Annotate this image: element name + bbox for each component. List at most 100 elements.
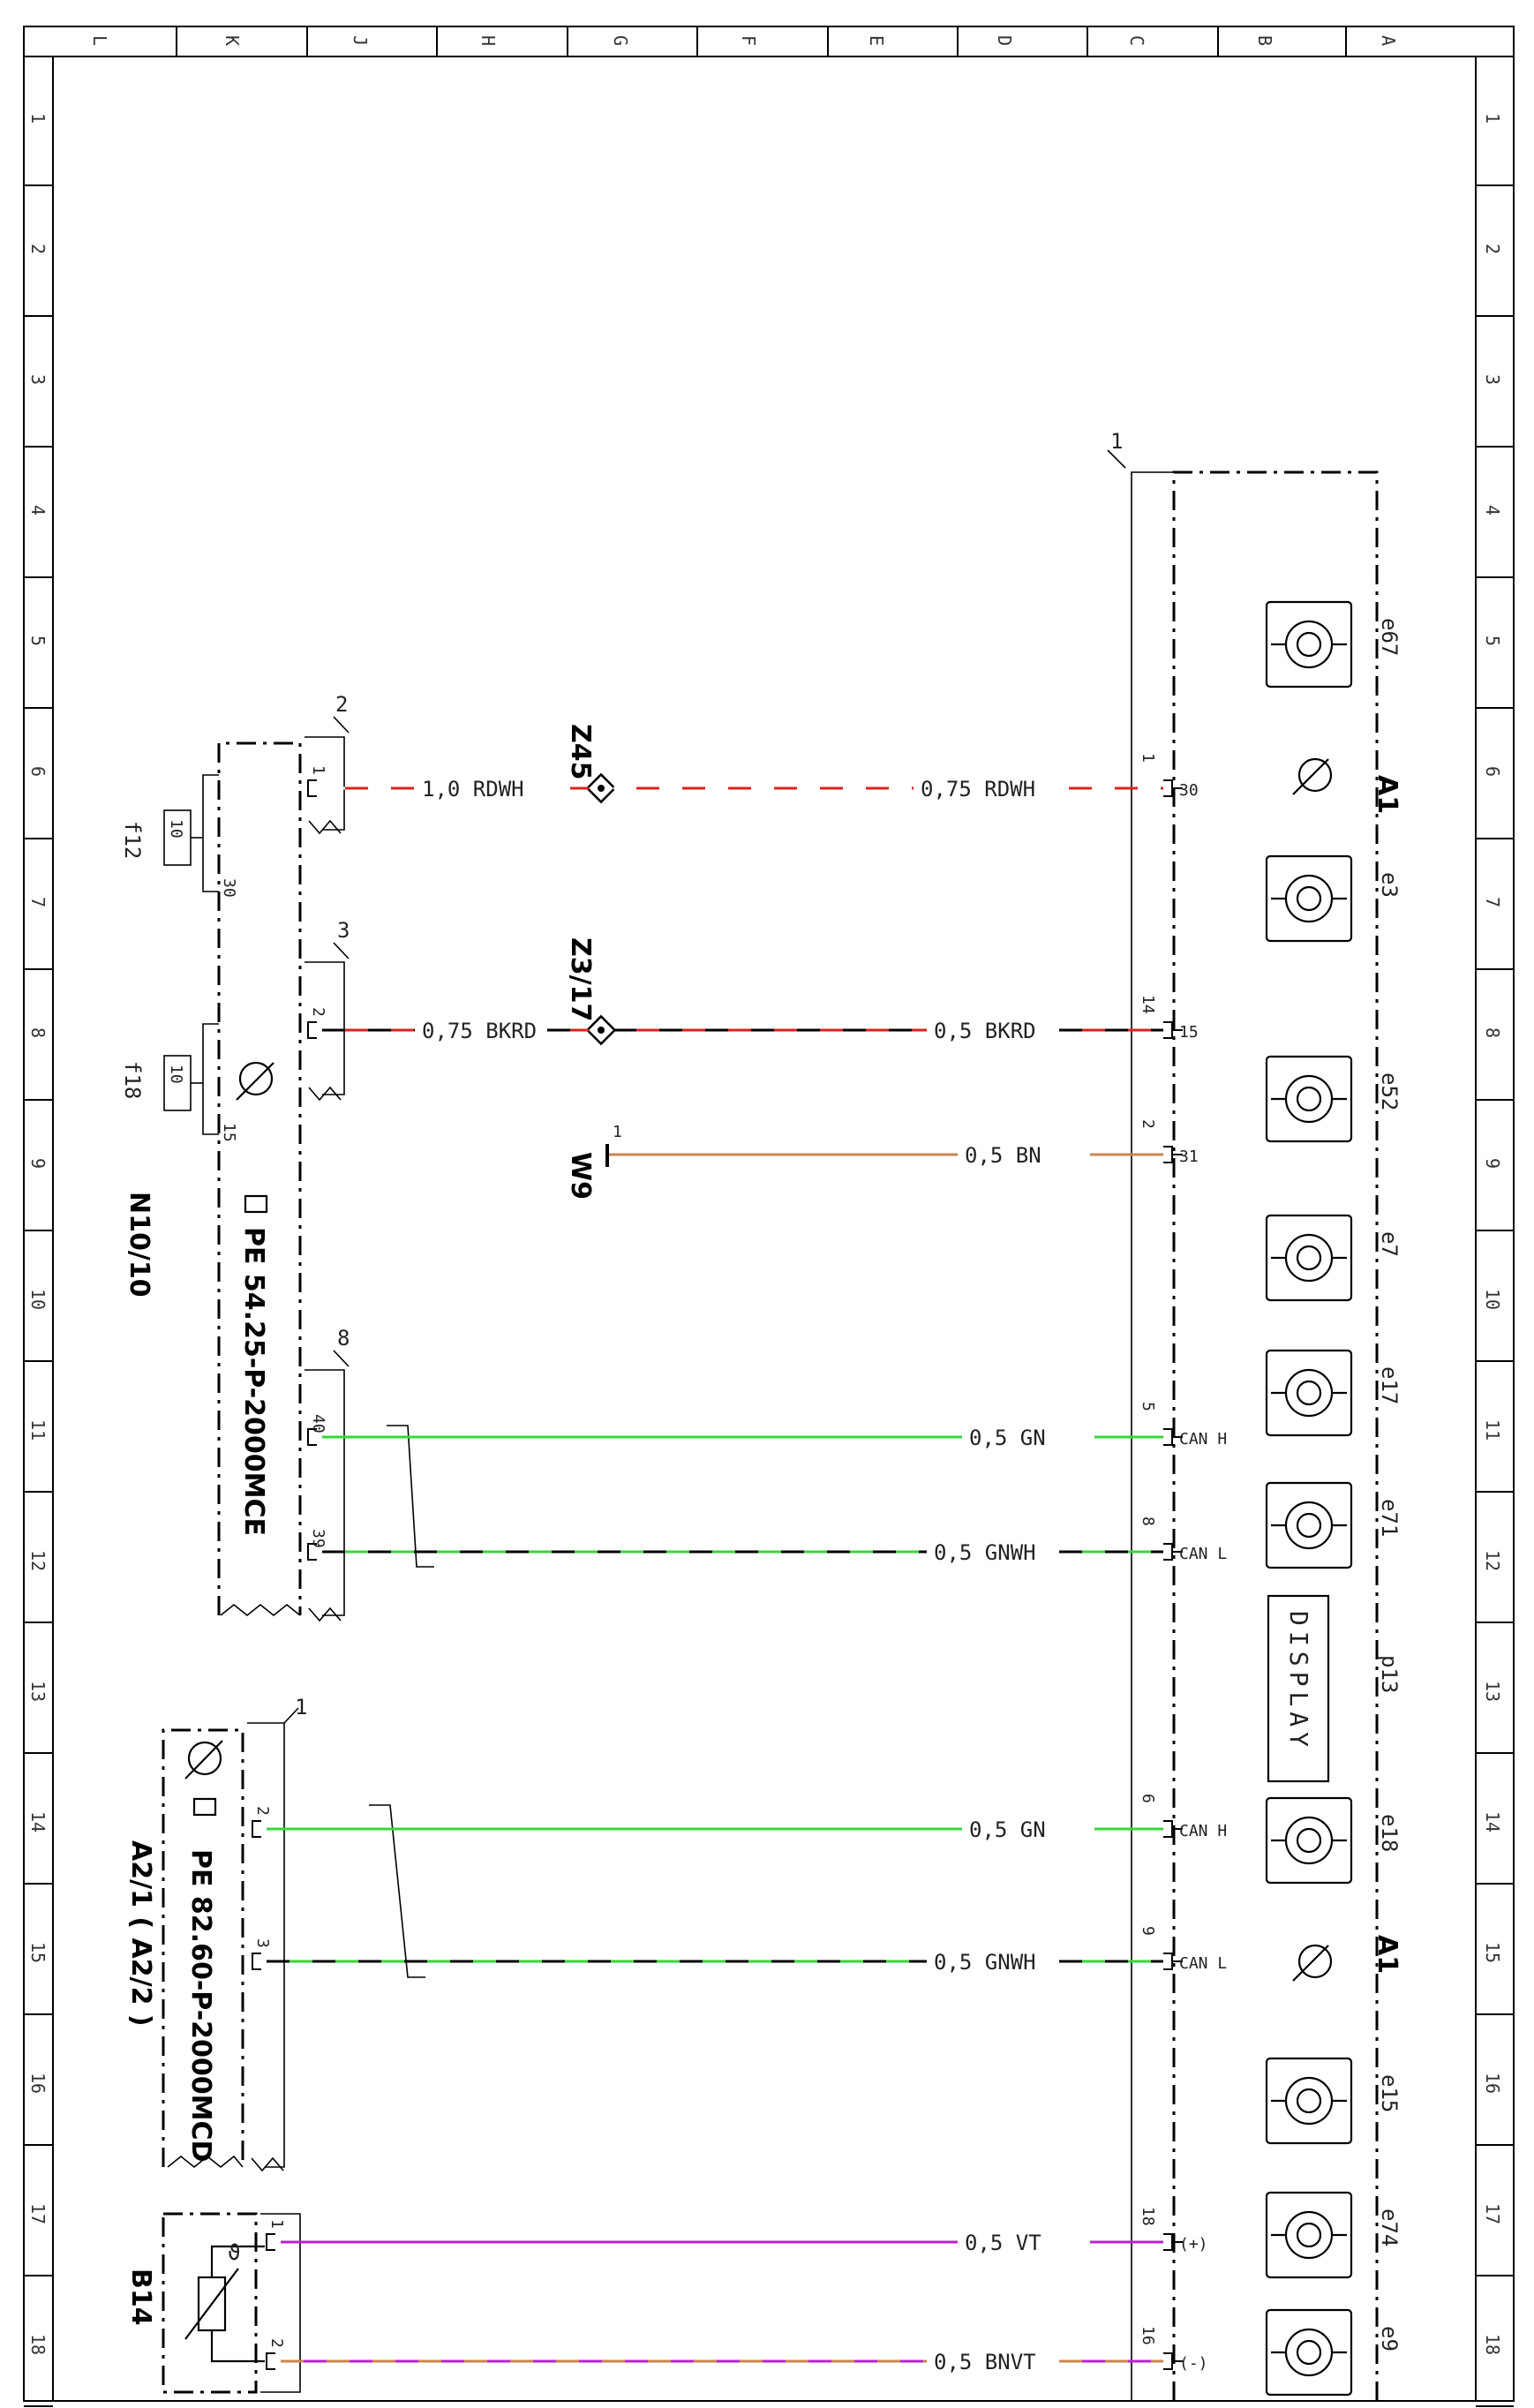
b14-boundary [162, 2212, 258, 2394]
b14-theta: ϑ [228, 2240, 240, 2265]
wire-right-label: 0,5 GNWH [934, 1540, 1036, 1565]
n10-label: N10/10 [124, 1192, 154, 1298]
grid-number-left-8: 8 [27, 1027, 49, 1038]
splice-z45-label: Z45 [565, 724, 596, 780]
wire-right-label: 0,5 GN [969, 1426, 1046, 1450]
wire-right-label: 0,5 BKRD [934, 1019, 1036, 1043]
grid-number-left-5: 5 [27, 636, 49, 646]
grid-number-right-16: 16 [1482, 2073, 1503, 2094]
grid-number-right-1: 1 [1482, 113, 1503, 124]
a2-ref-label: 1 [295, 1695, 307, 1719]
grid-letter-G: G [610, 35, 631, 46]
wire-dst-pin: 8 [1139, 1516, 1157, 1526]
wire-dst-terminal: CAN H [1179, 1822, 1227, 1840]
a1-housing-line [1131, 471, 1181, 2401]
grid-number-right-12: 12 [1482, 1550, 1503, 1571]
icon-code-e67: e67 [1377, 618, 1402, 656]
wire-right-label: 0,5 VT [965, 2231, 1041, 2255]
grid-number-right-5: 5 [1482, 636, 1503, 646]
grid-number-left-10: 10 [27, 1289, 49, 1310]
twisted-pair-mark-2 [369, 1804, 425, 1978]
grid-number-left-6: 6 [27, 766, 49, 777]
grid-letter-D: D [994, 35, 1015, 46]
connector-8: 8 [305, 1326, 350, 1622]
fuse-f18-value: 10 [167, 1065, 185, 1084]
twisted-pair-mark [387, 1425, 434, 1568]
brake-warning-icon [1265, 1214, 1353, 1302]
connector-3-label: 3 [337, 918, 350, 943]
grid-number-left-15: 15 [27, 1942, 49, 1963]
icon-code-e71: e71 [1377, 1499, 1402, 1537]
grid-letter-F: F [738, 35, 759, 46]
splice-z45 [585, 772, 617, 804]
wire-right-label: 0,5 BN [965, 1143, 1041, 1168]
wire-src-pin: 2 [309, 1007, 327, 1017]
grid-number-left-16: 16 [27, 2073, 49, 2094]
grid-number-right-11: 11 [1482, 1419, 1503, 1441]
grid-letter-J: J [350, 35, 371, 46]
wire-right-label: 0,75 RDWH [921, 777, 1035, 801]
grid-letter-L: L [89, 35, 110, 46]
n10-ground-symbol-icon [236, 1061, 274, 1101]
wire-dst-pin: 18 [1139, 2207, 1157, 2226]
a2-ground-symbol-icon [184, 1740, 223, 1780]
wire-src-pin: 2 [253, 1806, 272, 1816]
wire-dst-terminal: 31 [1179, 1148, 1199, 1166]
ground-w9-label: W9 [565, 1152, 596, 1200]
wire-right-label: 0,5 GN [969, 1817, 1046, 1842]
wire-dst-terminal: 15 [1179, 1023, 1199, 1042]
wire-dst-terminal: (+) [1179, 2235, 1208, 2254]
wire-dst-terminal: CAN L [1179, 1545, 1227, 1563]
icon-code-e17: e17 [1377, 1366, 1402, 1404]
icon-code-e3: e3 [1377, 872, 1402, 898]
n10-pe-label: PE 54.25-P-2000MCE [238, 1227, 269, 1536]
icon-code-e18: e18 [1377, 1814, 1402, 1852]
b14-label: B14 [125, 2269, 156, 2326]
grid-number-left-13: 13 [27, 1681, 49, 1702]
connector-3: 3 [305, 918, 350, 1102]
grid-number-left-12: 12 [27, 1550, 49, 1571]
grid-letter-A: A [1378, 35, 1399, 46]
grid-number-right-2: 2 [1482, 244, 1503, 254]
grid-number-right-13: 13 [1482, 1681, 1503, 1702]
display-text: DISPLAY [1284, 1611, 1313, 1752]
wire-left-label: 1,0 RDWH [422, 777, 524, 801]
abs-icon-2 [1265, 1481, 1353, 1569]
grid-number-right-6: 6 [1482, 766, 1503, 777]
splice-z317 [585, 1014, 617, 1046]
grid-number-left-3: 3 [27, 374, 49, 385]
wire-right-label: 0,5 BNVT [934, 2350, 1036, 2374]
n10-pin15: 15 [220, 1123, 238, 1142]
ground-symbol-icon-2 [1292, 1944, 1333, 1982]
grid-number-left-11: 11 [27, 1419, 49, 1441]
connector-2: 2 [305, 692, 350, 835]
wire-src-pin: 40 [309, 1414, 327, 1434]
grid-number-right-15: 15 [1482, 1942, 1503, 1963]
grid-letter-K: K [222, 35, 243, 46]
grid-number-right-17: 17 [1482, 2203, 1503, 2224]
wire-dst-pin: 1 [1139, 753, 1157, 763]
grid-letter-C: C [1126, 35, 1147, 46]
grid-number-left-1: 1 [27, 113, 49, 124]
grid-number-left-14: 14 [27, 1811, 49, 1832]
tachometer-icon [1265, 1796, 1353, 1885]
wire-src-pin: 39 [309, 1529, 327, 1548]
temperature-sensor-icon [184, 2245, 265, 2363]
grid-number-left-7: 7 [27, 897, 49, 907]
outer-frame [23, 26, 1515, 2402]
grid-number-left-17: 17 [27, 2203, 49, 2224]
fuse-f18-label: f18 [120, 1061, 145, 1099]
connector-8-label: 8 [337, 1326, 350, 1351]
a1-label-bottom: A1 [1372, 1935, 1402, 1974]
icon-code-e9: e9 [1377, 2326, 1402, 2352]
wire-dst-terminal: (-) [1179, 2354, 1208, 2373]
